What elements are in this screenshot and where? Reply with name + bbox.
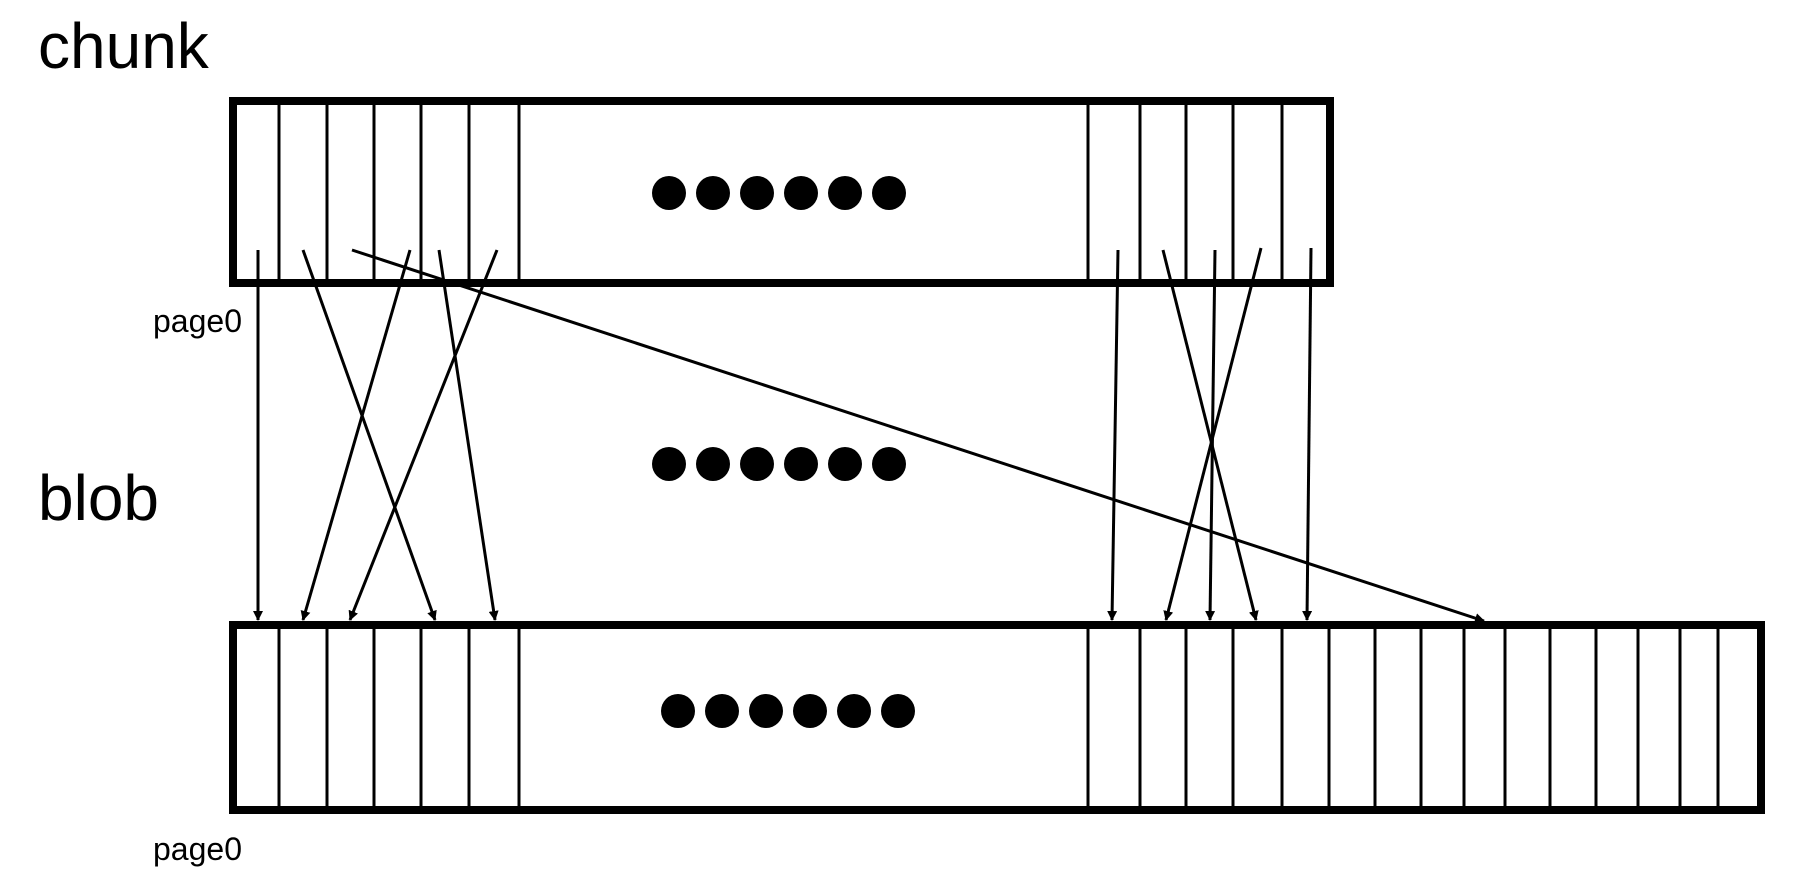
blob-label: blob <box>38 462 159 534</box>
blob-ellipsis-dots <box>661 694 915 728</box>
chunk-page0-label: page0 <box>153 303 242 339</box>
mapping-arrow <box>1161 249 1259 621</box>
mapping-arrow <box>348 249 499 621</box>
mapping-arrow <box>1302 247 1313 621</box>
blob-page0-label: page0 <box>153 831 242 867</box>
mapping-arrow <box>351 248 1485 623</box>
chunk-block <box>229 97 1334 287</box>
mapping-arrow <box>1107 249 1120 621</box>
mapping-arrows <box>253 247 1485 623</box>
blob-block <box>229 621 1765 814</box>
mapping-arrow <box>437 249 499 621</box>
mapping-arrow <box>1163 247 1263 621</box>
mapping-arrow <box>300 249 412 621</box>
chunk-label: chunk <box>38 10 210 82</box>
blob-outline <box>229 621 1765 814</box>
mapping-arrow <box>301 249 437 621</box>
chunk-outline <box>229 97 1334 287</box>
middle-ellipsis-dots <box>652 447 906 481</box>
chunk-ellipsis-dots <box>652 176 906 210</box>
